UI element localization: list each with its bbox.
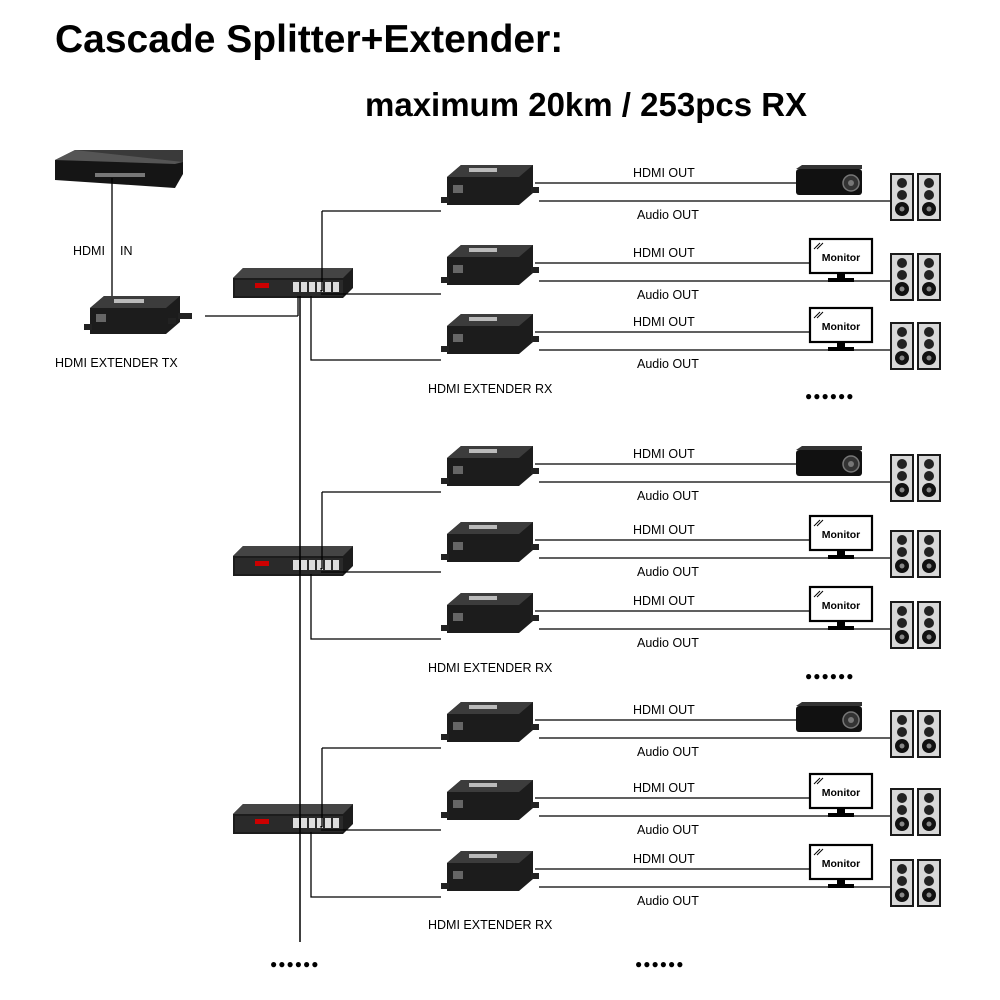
monitor-icon: Monitor <box>808 585 874 630</box>
hdmi-in-label-b: IN <box>120 244 133 258</box>
monitor-label: Monitor <box>822 252 861 264</box>
audio-out-label: Audio OUT <box>637 208 699 222</box>
page-subtitle: maximum 20km / 253pcs RX <box>365 86 808 123</box>
speakers-icon <box>890 253 941 301</box>
hdmi-out-label: HDMI OUT <box>633 703 695 717</box>
monitor-icon: Monitor <box>808 843 874 888</box>
splitter-icon <box>233 268 353 298</box>
projector-icon <box>796 165 862 195</box>
splitter-icon <box>233 546 353 576</box>
projector-icon <box>796 702 862 732</box>
tx-label: HDMI EXTENDER TX <box>55 356 178 370</box>
extender-rx-icon <box>441 851 539 891</box>
hdmi-out-label: HDMI OUT <box>633 523 695 537</box>
extender-rx-icon <box>441 446 539 486</box>
hdmi-out-label: HDMI OUT <box>633 315 695 329</box>
continuation-dots: ●●●●●● <box>635 957 685 971</box>
splitter-icon <box>233 804 353 834</box>
extender-rx-icon <box>441 165 539 205</box>
extender-rx-icon <box>441 593 539 633</box>
speakers-icon <box>890 859 941 907</box>
speakers-icon <box>890 454 941 502</box>
monitor-label: Monitor <box>822 529 861 541</box>
audio-out-label: Audio OUT <box>637 357 699 371</box>
speakers-icon <box>890 601 941 649</box>
speakers-icon <box>890 322 941 370</box>
hdmi-in-label-a: HDMI <box>73 244 105 258</box>
extender-rx-icon <box>441 314 539 354</box>
extender-rx-icon <box>441 522 539 562</box>
audio-out-label: Audio OUT <box>637 636 699 650</box>
hdmi-out-label: HDMI OUT <box>633 852 695 866</box>
audio-out-label: Audio OUT <box>637 489 699 503</box>
monitor-icon: Monitor <box>808 237 874 282</box>
hdmi-out-label: HDMI OUT <box>633 781 695 795</box>
projector-icon <box>796 446 862 476</box>
continuation-dots: ●●●●●● <box>805 669 855 683</box>
splitter-cable <box>310 296 441 361</box>
page-title: Cascade Splitter+Extender: <box>55 18 564 61</box>
rx-label: HDMI EXTENDER RX <box>428 382 553 396</box>
monitor-label: Monitor <box>822 858 861 870</box>
extender-tx-icon <box>84 296 180 334</box>
speakers-icon <box>890 530 941 578</box>
rx-label: HDMI EXTENDER RX <box>428 661 553 675</box>
hdmi-out-label: HDMI OUT <box>633 246 695 260</box>
extender-rx-icon <box>441 780 539 820</box>
rx-label: HDMI EXTENDER RX <box>428 918 553 932</box>
monitor-label: Monitor <box>822 321 861 333</box>
monitor-icon: Monitor <box>808 514 874 559</box>
monitor-icon: Monitor <box>808 306 874 351</box>
continuation-dots: ●●●●●● <box>805 389 855 403</box>
audio-out-label: Audio OUT <box>637 565 699 579</box>
extender-rx-icon <box>441 702 539 742</box>
splitter-cable <box>310 832 441 898</box>
source-player-icon <box>55 150 183 188</box>
speakers-icon <box>890 788 941 836</box>
speakers-icon <box>890 710 941 758</box>
audio-out-label: Audio OUT <box>637 823 699 837</box>
hdmi-out-label: HDMI OUT <box>633 594 695 608</box>
monitor-label: Monitor <box>822 600 861 612</box>
audio-out-label: Audio OUT <box>637 288 699 302</box>
hdmi-out-label: HDMI OUT <box>633 166 695 180</box>
connector-icon <box>178 313 192 319</box>
extender-rx-icon <box>441 245 539 285</box>
audio-out-label: Audio OUT <box>637 894 699 908</box>
monitor-icon: Monitor <box>808 772 874 817</box>
speakers-icon <box>890 173 941 221</box>
monitor-label: Monitor <box>822 787 861 799</box>
continuation-dots: ●●●●●● <box>270 957 320 971</box>
audio-out-label: Audio OUT <box>637 745 699 759</box>
splitter-cable <box>310 574 441 640</box>
hdmi-out-label: HDMI OUT <box>633 447 695 461</box>
